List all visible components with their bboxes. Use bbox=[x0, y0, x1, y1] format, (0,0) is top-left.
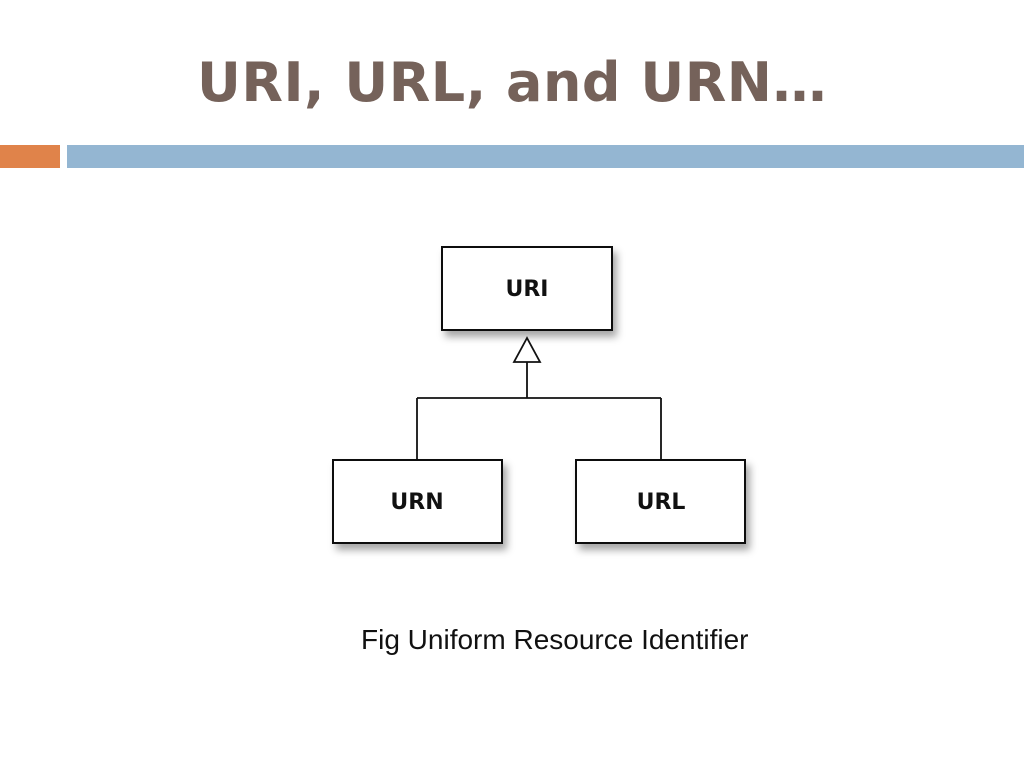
urn-node-label: URN bbox=[390, 490, 443, 515]
url-node: URL bbox=[575, 459, 746, 544]
accent-bar-orange bbox=[0, 145, 60, 168]
slide-title: URI, URL, and URN… bbox=[197, 51, 827, 114]
urn-node: URN bbox=[332, 459, 503, 544]
generalization-arrow bbox=[416, 336, 662, 460]
uri-node: URI bbox=[441, 246, 613, 331]
figure-caption: Fig Uniform Resource Identifier bbox=[361, 624, 749, 655]
accent-bar-blue bbox=[67, 145, 1024, 168]
url-node-label: URL bbox=[637, 490, 686, 515]
uri-node-label: URI bbox=[506, 277, 549, 302]
